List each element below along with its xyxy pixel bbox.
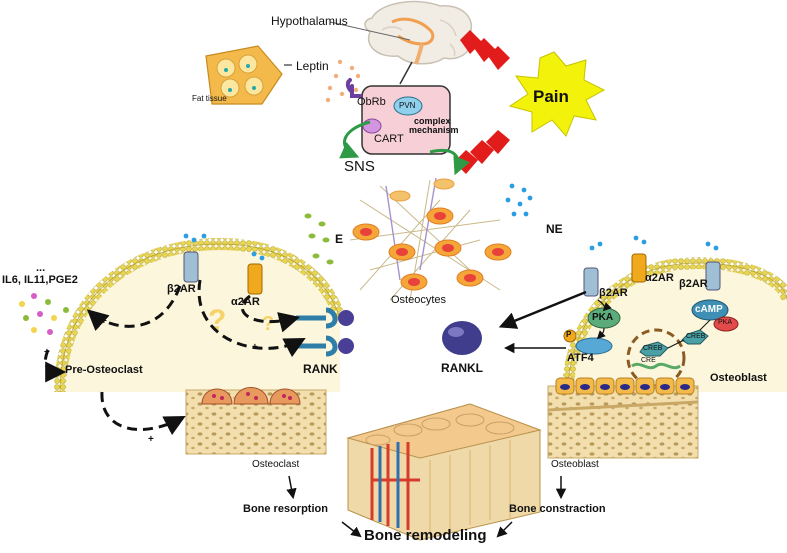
plus-sign-2: + — [101, 316, 107, 327]
cre-label: CRE — [641, 357, 656, 364]
pain-chevrons-upper — [460, 30, 510, 70]
pre-osteoclast-label: Pre-Osteoclast — [65, 364, 143, 376]
creb-node-2 — [639, 341, 669, 357]
sns-label: SNS — [344, 158, 375, 175]
b2ar-to-pka-arrow — [597, 299, 612, 312]
plus-sign-1: + — [44, 347, 50, 358]
bone-resorption-label: Bone resorption — [243, 503, 328, 515]
brain-icon — [364, 0, 473, 65]
creb-label-2: CREB — [643, 345, 663, 352]
alpha2ar-right-label: α2AR — [645, 272, 674, 284]
rankl-highlight — [448, 327, 464, 337]
atf4-node — [575, 337, 613, 355]
question-mark-2: ? — [262, 313, 274, 335]
cytokine-dots — [19, 293, 69, 335]
rank-receptors — [296, 307, 354, 357]
hypothalamus-pointer — [329, 21, 411, 41]
atf4-label: ATF4 — [567, 352, 594, 364]
beta2ar-left-label: β2AR — [167, 283, 196, 295]
sns-arrow-right — [429, 149, 470, 176]
pka-small-label: PKA — [718, 319, 733, 326]
left-receptor-dots — [183, 233, 265, 261]
leptin-label: Leptin — [296, 59, 329, 73]
pain-chevrons-lower — [454, 130, 510, 174]
pka-to-atf4-arrow — [596, 327, 606, 340]
cart-node — [362, 118, 382, 134]
sns-arrow-left — [339, 120, 371, 159]
cart-label: CART — [374, 133, 404, 145]
brain-to-box-line — [399, 61, 413, 85]
ne-dots — [505, 183, 533, 217]
bone-cross-section — [346, 403, 542, 541]
fat-tissue-icon — [205, 45, 283, 105]
phospho-label: P — [566, 330, 572, 339]
left-dashed-arrows — [43, 279, 306, 436]
ne-label: NE — [546, 222, 563, 236]
osteoblast-label: Osteoblast — [551, 459, 599, 470]
osteoclast-label: Osteoclast — [252, 459, 300, 470]
alpha2ar-right-receptor — [631, 253, 647, 283]
hypothalamus-label: Hypothalamus — [271, 14, 348, 28]
bottom-arrows — [286, 475, 567, 538]
camp-to-creb-line — [699, 319, 711, 331]
creb-label-1: CREB — [686, 333, 706, 340]
alpha2ar-left-receptor — [247, 263, 263, 295]
hypothalamus-box — [361, 85, 451, 155]
e-label: E — [335, 232, 344, 246]
rankl-label: RANKL — [441, 361, 483, 375]
pain-burst — [508, 51, 606, 137]
phospho-node — [563, 329, 577, 343]
osteoclast-bone-block — [185, 387, 327, 455]
osteocytes-label: Osteocytes — [391, 294, 447, 306]
osteoblast-cell — [562, 257, 787, 393]
beta2ar-right-label-2: β2AR — [679, 278, 708, 290]
beta2ar-right-receptor-1 — [583, 267, 599, 297]
osteoblast-bone-block — [547, 377, 699, 459]
osteocytes-network — [349, 177, 512, 301]
alpha2ar-left-label: α2AR — [231, 296, 260, 308]
pka-small-node — [713, 316, 739, 332]
complex-mechanism-label-1: complex — [414, 116, 451, 126]
plus-sign-4: + — [148, 434, 154, 445]
fat-tissue-label: Fat tissue — [192, 94, 227, 103]
pka-label: PKA — [592, 312, 614, 323]
osteoblast-cell-label: Osteoblast — [710, 372, 767, 384]
pvn-node — [393, 96, 423, 116]
dna-strand — [631, 362, 681, 370]
obrb-label: ObRb — [357, 96, 386, 108]
beta2ar-left-receptor — [183, 251, 199, 283]
creb-to-nucleus-line — [667, 339, 685, 349]
rankl-molecule — [442, 321, 482, 355]
e-dots — [304, 213, 334, 265]
osteoblast-to-rankl-arrow — [498, 290, 587, 329]
bone-remodeling-label: Bone remodeling — [364, 527, 487, 544]
right-receptor-dots — [589, 235, 719, 251]
beta2ar-right-receptor-2 — [705, 261, 721, 291]
rank-label: RANK — [303, 362, 338, 376]
camp-label: cAMP — [695, 304, 723, 315]
pain-label: Pain — [533, 87, 569, 106]
obrb-receptor — [345, 78, 362, 98]
complex-mechanism-label-2: mechanism — [409, 125, 459, 135]
cytokines-label: IL6, IL11,PGE2 — [2, 274, 78, 286]
bone-construction-label: Bone constraction — [509, 503, 606, 515]
pre-osteoclast-cell — [54, 237, 346, 393]
cytokines-ellipsis: ... — [36, 262, 46, 274]
beta2ar-right-label-1: β2AR — [599, 287, 628, 299]
plus-sign-3: + — [252, 342, 258, 353]
pvn-label: PVN — [399, 101, 416, 110]
